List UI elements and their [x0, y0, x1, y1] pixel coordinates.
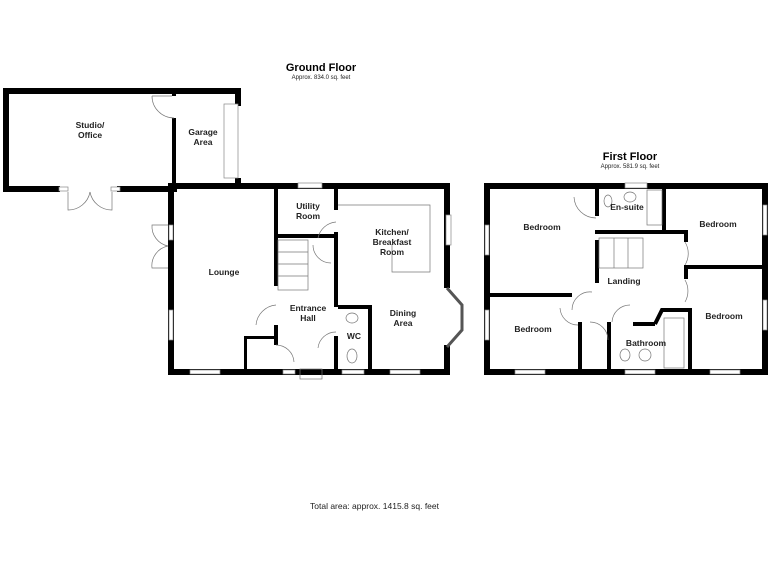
room-bedroom-3: Bedroom	[705, 311, 743, 321]
ground-floor-area: Approx. 834.0 sq. feet	[291, 75, 351, 81]
room-wc: WC	[346, 331, 362, 341]
studio-garage-walls	[3, 88, 241, 211]
room-bedroom-2: Bedroom	[699, 219, 737, 229]
room-landing: Landing	[607, 276, 641, 286]
room-lounge: Lounge	[208, 267, 240, 277]
room-en-suite: En-suite	[610, 202, 644, 212]
first-floor-title: First Floor	[602, 151, 658, 163]
total-area: Total area: approx. 1415.8 sq. feet	[310, 501, 440, 511]
room-utility: Utility Room	[295, 201, 321, 221]
first-floor-walls	[484, 182, 768, 375]
room-dining-area: Dining Area	[389, 308, 417, 328]
room-entrance-hall: Entrance Hall	[289, 303, 327, 323]
room-bedroom-1: Bedroom	[523, 222, 561, 232]
ground-floor-title: Ground Floor	[285, 62, 357, 74]
room-bedroom-4: Bedroom	[514, 324, 552, 334]
first-floor-area: Approx. 581.9 sq. feet	[600, 164, 660, 170]
room-studio-office: Studio/ Office	[75, 120, 105, 140]
room-bathroom: Bathroom	[625, 338, 667, 348]
room-kitchen-breakfast: Kitchen/ Breakfast Room	[372, 227, 412, 257]
room-garage-area: Garage Area	[188, 127, 218, 147]
house-ground-walls	[151, 182, 464, 380]
